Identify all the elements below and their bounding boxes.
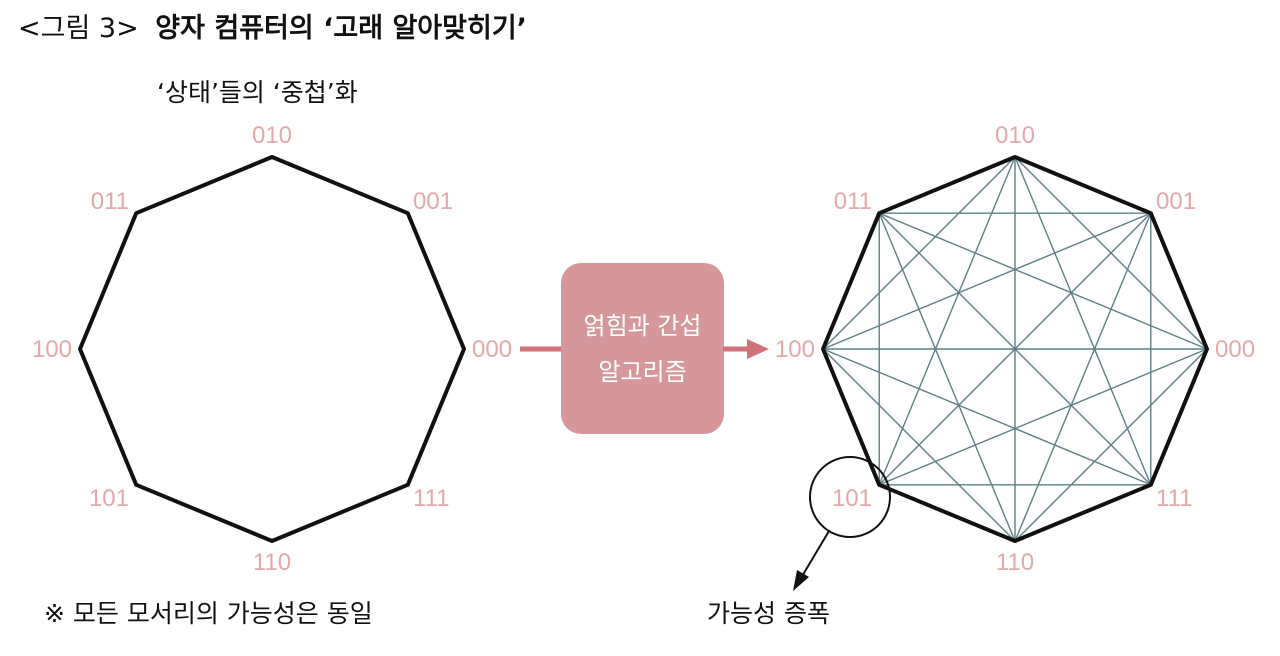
graph-edge xyxy=(878,212,1208,350)
figure-number: <그림 3> xyxy=(18,13,139,44)
right-vertex-label-000: 000 xyxy=(1215,336,1255,363)
amplification-label: 가능성 증폭 xyxy=(707,599,830,628)
right-vertex-label-101: 101 xyxy=(832,485,872,512)
process-box-line1: 얽힘과 간섭 xyxy=(583,312,701,340)
right-vertex-labels: 010 001 000 111 110 101 100 011 xyxy=(775,122,1255,576)
left-vertex-label-110: 110 xyxy=(253,549,291,576)
graph-edge xyxy=(878,156,1016,486)
callout-arrow-head xyxy=(793,570,809,591)
left-vertex-label-011: 011 xyxy=(91,188,129,215)
right-octagon-outline xyxy=(821,155,1209,543)
complete-graph-edges xyxy=(822,156,1208,542)
left-vertex-label-111: 111 xyxy=(413,485,449,512)
graph-edge xyxy=(1014,156,1152,486)
left-vertex-label-100: 100 xyxy=(32,336,72,363)
figure-title: <그림 3> 양자 컴퓨터의 ‘고래 알아맞히기’ xyxy=(18,13,527,44)
left-state-octagon xyxy=(78,155,466,543)
graph-edge xyxy=(878,348,1208,486)
graph-edge xyxy=(1014,212,1152,542)
right-vertex-label-111: 111 xyxy=(1156,485,1192,512)
highlight-circle xyxy=(809,456,891,538)
right-vertex-label-110: 110 xyxy=(996,549,1034,576)
right-vertex-label-001: 001 xyxy=(1156,188,1196,215)
right-state-octagon xyxy=(821,155,1209,543)
figure-title-main: 양자 컴퓨터의 ‘고래 알아맞히기’ xyxy=(155,13,527,44)
entanglement-interference-box xyxy=(561,263,724,434)
right-vertex-label-100: 100 xyxy=(775,336,815,363)
left-vertex-label-001: 001 xyxy=(413,188,453,215)
output-arrow-head xyxy=(747,339,769,359)
left-octagon-outline xyxy=(78,155,466,543)
process-block: 얽힘과 간섭 알고리즘 xyxy=(520,263,769,434)
right-vertex-label-011: 011 xyxy=(834,188,872,215)
graph-edge xyxy=(822,348,1152,486)
graph-edge xyxy=(878,212,1152,486)
process-box-line2: 알고리즘 xyxy=(598,358,686,386)
superposition-subtitle: ‘상태’들의 ‘중첩’화 xyxy=(157,78,358,107)
left-vertex-label-000: 000 xyxy=(472,336,512,363)
left-vertex-labels: 010 001 000 111 110 101 100 011 xyxy=(32,122,512,576)
callout-arrow-line xyxy=(800,530,830,579)
amplification-callout: 가능성 증폭 xyxy=(707,456,891,628)
graph-edge xyxy=(822,348,1016,542)
left-vertex-label-101: 101 xyxy=(89,485,129,512)
graph-edge xyxy=(878,212,1016,542)
graph-edge xyxy=(822,212,1152,350)
equal-probability-note: ※ 모든 모서리의 가능성은 동일 xyxy=(44,599,373,628)
right-vertex-label-010: 010 xyxy=(995,122,1035,149)
left-vertex-label-010: 010 xyxy=(252,122,292,149)
